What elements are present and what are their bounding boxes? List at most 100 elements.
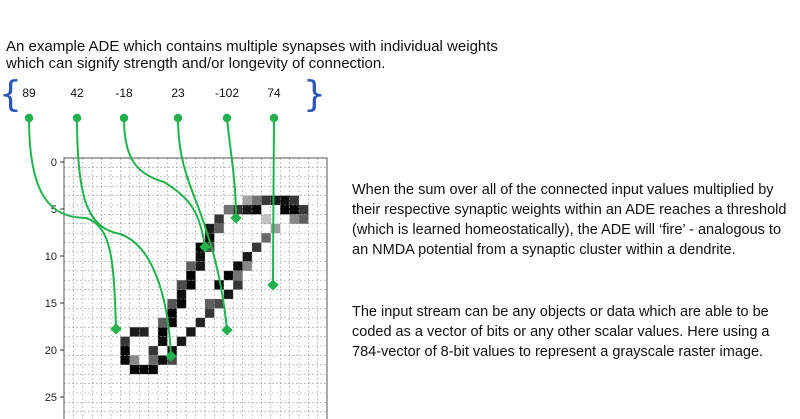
y-tick-label: 20 [45, 345, 57, 357]
pixel-cell [242, 205, 252, 215]
pixel-cell [139, 327, 149, 337]
left-curly-brace: { [0, 74, 22, 115]
y-tick-label: 5 [51, 204, 57, 216]
pixel-cell [289, 195, 299, 205]
pixel-cell [167, 317, 177, 328]
pixel-cell [176, 336, 187, 346]
pixel-cell [129, 327, 140, 337]
pixel-cell [186, 270, 196, 281]
pixel-cell [233, 270, 243, 281]
pixel-cell [158, 327, 168, 337]
pixel-cell [289, 205, 299, 215]
description-firing: When the sum over all of the connected i… [352, 182, 787, 258]
pixel-cell [148, 364, 158, 375]
pixel-cell [299, 214, 309, 224]
synapse-connection-4 [177, 117, 228, 331]
pixel-cell [233, 205, 243, 215]
y-tick-label: 0 [51, 157, 57, 169]
synapse-weight-1: 89 [22, 86, 36, 100]
pixel-cell [261, 195, 271, 205]
pixel-cell [148, 355, 158, 365]
pixel-cell [280, 205, 290, 215]
synapse-target-dot-4 [221, 324, 233, 336]
pixel-cell [214, 280, 224, 290]
pixel-cell [148, 346, 158, 356]
pixel-cell [270, 223, 281, 234]
synapse-connection-5 [226, 117, 237, 219]
pixel-cell [214, 299, 224, 309]
pixel-cell [223, 205, 234, 215]
pixel-cell [205, 308, 215, 318]
pixel-cell [129, 355, 140, 365]
pixel-cell [214, 223, 224, 234]
pixel-cell [167, 308, 177, 318]
pixel-cell [186, 327, 196, 337]
pixel-cell [242, 252, 252, 262]
synapse-origin-dot-1 [24, 113, 34, 123]
pixel-cell [195, 317, 205, 328]
pixel-cell [252, 195, 262, 205]
synapse-origin-dot-5 [222, 113, 232, 123]
pixel-cell [205, 299, 215, 309]
pixel-cell [186, 280, 196, 290]
pixel-cell [139, 364, 149, 375]
grid-frame [63, 157, 328, 419]
pixel-cell [186, 261, 196, 271]
synapse-connections [24, 113, 279, 362]
pixel-cell [129, 364, 140, 375]
pixel-cell [158, 317, 168, 328]
pixel-cell [233, 261, 243, 271]
synapse-weight-2: 42 [70, 86, 84, 100]
synapse-connection-2 [76, 117, 172, 357]
pixel-cell [242, 261, 252, 271]
pixel-cell [167, 299, 177, 309]
pixel-cell [158, 336, 168, 346]
pixel-cell [120, 346, 130, 356]
synapse-target-dot-2 [165, 350, 177, 362]
synapse-target-dot-1 [110, 323, 122, 335]
pixel-cell [158, 355, 168, 365]
pixel-cell [120, 336, 130, 346]
pixel-cell [205, 223, 215, 234]
pixel-cell [242, 195, 252, 205]
pixel-cell [289, 214, 299, 224]
synapse-target-dot-5 [230, 212, 242, 224]
synapse-origin-dot-4 [173, 113, 183, 123]
synapse-connection-3 [123, 117, 206, 248]
synapse-weight-4: 23 [171, 86, 185, 100]
y-tick-label: 15 [45, 298, 57, 310]
synapse-origin-dot-2 [72, 113, 82, 123]
pixel-cell [176, 299, 187, 309]
pixel-cell [280, 195, 290, 205]
pixel-cell [214, 214, 224, 224]
synapse-origin-dot-3 [119, 113, 129, 123]
pixel-cell [299, 205, 309, 215]
pixel-cell [252, 242, 262, 252]
pixel-cell [223, 270, 234, 281]
description-input-stream: The input stream can be any objects or d… [352, 304, 770, 360]
pixel-cell [167, 346, 177, 356]
synapse-connection-1 [28, 117, 117, 330]
synapse-connection-6 [272, 117, 275, 286]
pixel-cell [233, 280, 243, 290]
synapse-target-dot-6 [267, 279, 279, 291]
synapse-weight-6: 74 [267, 86, 281, 100]
pixel-cell [195, 261, 205, 271]
y-tick-label: 25 [45, 392, 57, 404]
pixel-cell [176, 280, 187, 290]
pixel-cell [261, 214, 271, 224]
diagram-title: An example ADE which contains multiple s… [6, 38, 498, 72]
synapse-target-dot-3 [199, 241, 211, 253]
pixel-cell [252, 205, 262, 215]
pixel-cell [176, 289, 187, 299]
pixel-cell [270, 195, 281, 205]
pixel-cell [120, 355, 130, 365]
synapse-weight-5: -102 [214, 86, 240, 100]
pixel-cell [223, 289, 234, 299]
pixel-cell [195, 252, 205, 262]
synapse-origin-dot-6 [269, 113, 279, 123]
pixel-cell [261, 233, 271, 243]
right-curly-brace: } [303, 74, 326, 115]
